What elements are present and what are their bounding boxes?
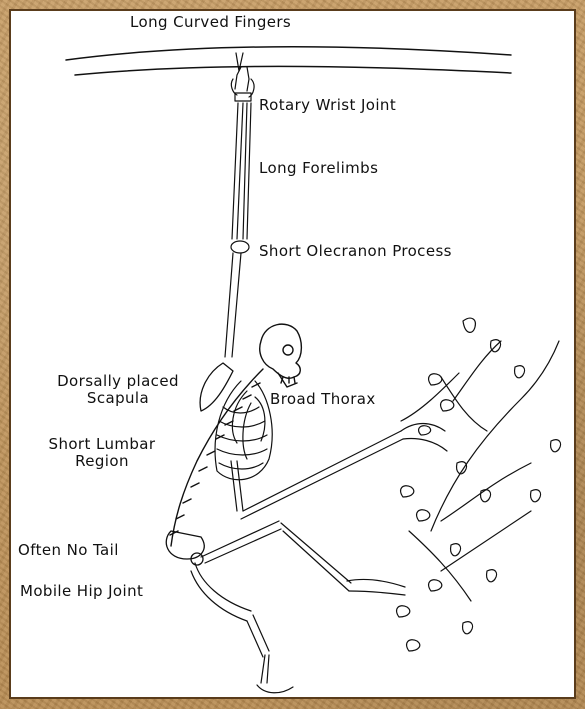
label-rotary-wrist-joint: Rotary Wrist Joint	[259, 97, 396, 114]
label-short-lumbar-region: Short Lumbar Region	[31, 436, 173, 470]
label-often-no-tail: Often No Tail	[18, 542, 119, 559]
tree-branches	[397, 318, 561, 651]
skull	[260, 324, 302, 387]
femur-down	[191, 563, 293, 693]
humerus	[225, 253, 241, 357]
label-lumbar-line-2: Region	[31, 453, 173, 470]
label-scapula-line-1: Dorsally placed	[33, 373, 203, 390]
label-lumbar-line-1: Short Lumbar	[31, 436, 173, 453]
diagram-panel: Long Curved Fingers Rotary Wrist Joint L…	[9, 9, 576, 699]
forearm-bones	[231, 103, 251, 253]
reaching-arm	[231, 424, 447, 520]
branch	[66, 47, 511, 75]
hand-bones	[231, 53, 254, 101]
label-scapula-line-2: Scapula	[33, 390, 203, 407]
label-dorsally-placed-scapula: Dorsally placed Scapula	[33, 373, 203, 407]
label-long-curved-fingers: Long Curved Fingers	[130, 14, 291, 31]
ribcage	[215, 381, 272, 480]
label-long-forelimbs: Long Forelimbs	[259, 160, 378, 177]
label-short-olecranon-process: Short Olecranon Process	[259, 243, 452, 260]
femur-forward	[201, 521, 405, 595]
label-mobile-hip-joint: Mobile Hip Joint	[20, 583, 143, 600]
scapula	[200, 363, 233, 411]
label-broad-thorax: Broad Thorax	[270, 391, 376, 408]
